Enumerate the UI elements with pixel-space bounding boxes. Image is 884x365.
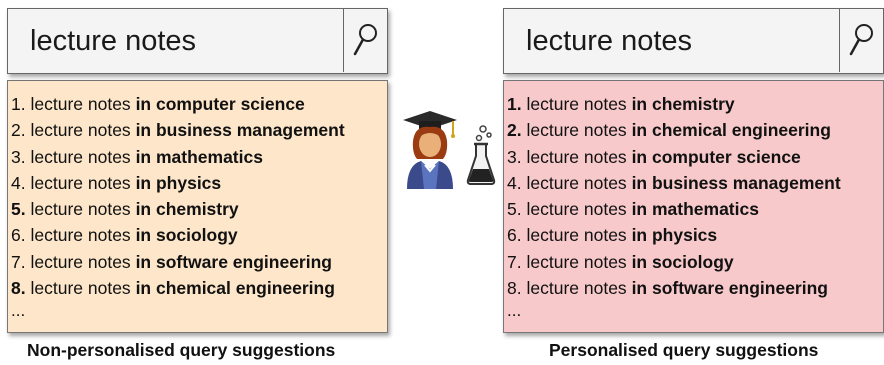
suggestion-number: 6. bbox=[11, 225, 26, 246]
suggestion-item[interactable]: 1. lecture notes in computer science bbox=[11, 91, 387, 117]
search-button[interactable] bbox=[343, 9, 387, 72]
suggestion-completion: in business management bbox=[135, 120, 345, 141]
chemistry-flask-icon bbox=[466, 125, 496, 185]
suggestion-base-text: lecture notes bbox=[30, 225, 131, 246]
suggestion-completion: in chemical engineering bbox=[631, 120, 831, 141]
suggestion-completion: in sociology bbox=[135, 225, 238, 246]
suggestion-item[interactable]: 4. lecture notes in business management bbox=[507, 170, 883, 196]
suggestion-number: 6. bbox=[507, 225, 522, 246]
suggestion-base-text: lecture notes bbox=[526, 172, 627, 193]
personalised-panel: lecture notes 1. lecture notes in chemis… bbox=[503, 8, 884, 333]
suggestion-number: 1. bbox=[507, 94, 522, 114]
suggestion-number: 2. bbox=[507, 120, 522, 141]
suggestion-item[interactable]: 5. lecture notes in chemistry bbox=[11, 196, 387, 222]
suggestion-completion: in sociology bbox=[631, 251, 734, 272]
non-personalised-panel: lecture notes 1. lecture notes in comput… bbox=[7, 8, 388, 333]
suggestion-base-text: lecture notes bbox=[30, 251, 131, 272]
suggestion-number: 4. bbox=[11, 172, 26, 193]
suggestion-item[interactable]: 4. lecture notes in physics bbox=[11, 170, 387, 196]
suggestion-base-text: lecture notes bbox=[526, 225, 627, 246]
caption-personalised: Personalised query suggestions bbox=[549, 340, 819, 360]
suggestion-item[interactable]: 6. lecture notes in physics bbox=[507, 222, 883, 248]
suggestion-completion: in physics bbox=[631, 225, 718, 246]
suggestion-completion: in chemistry bbox=[135, 199, 239, 220]
suggestion-number: 7. bbox=[11, 251, 26, 272]
suggestion-completion: in computer science bbox=[135, 94, 305, 114]
suggestion-number: 5. bbox=[507, 199, 522, 220]
search-input[interactable]: lecture notes bbox=[526, 25, 693, 57]
suggestion-base-text: lecture notes bbox=[30, 278, 131, 299]
caption-non-personalised: Non-personalised query suggestions bbox=[27, 340, 336, 360]
suggestion-base-text: lecture notes bbox=[30, 146, 131, 167]
magnifier-icon bbox=[353, 24, 377, 56]
suggestion-item[interactable]: 8. lecture notes in software engineering bbox=[507, 275, 883, 301]
suggestion-completion: in chemical engineering bbox=[135, 278, 335, 299]
suggestion-base-text: lecture notes bbox=[526, 120, 627, 141]
suggestion-item[interactable]: 1. lecture notes in chemistry bbox=[507, 91, 883, 117]
suggestion-item[interactable]: 6. lecture notes in sociology bbox=[11, 222, 387, 248]
suggestion-completion: in computer science bbox=[631, 146, 801, 167]
search-button[interactable] bbox=[839, 9, 883, 72]
suggestion-number: 1. bbox=[11, 94, 26, 114]
suggestion-completion: in physics bbox=[135, 172, 222, 193]
suggestion-completion: in mathematics bbox=[631, 199, 759, 220]
suggestion-base-text: lecture notes bbox=[30, 94, 131, 114]
search-input[interactable]: lecture notes bbox=[30, 25, 197, 57]
suggestion-base-text: lecture notes bbox=[526, 146, 627, 167]
suggestion-number: 2. bbox=[11, 120, 26, 141]
more-suggestions-ellipsis: ... bbox=[11, 301, 26, 321]
suggestion-item[interactable]: 7. lecture notes in software engineering bbox=[11, 249, 387, 275]
suggestion-item[interactable]: 2. lecture notes in chemical engineering bbox=[507, 117, 883, 143]
suggestion-number: 5. bbox=[11, 199, 26, 220]
suggestion-completion: in software engineering bbox=[135, 251, 332, 272]
suggestion-base-text: lecture notes bbox=[526, 94, 627, 114]
more-suggestions-ellipsis: ... bbox=[507, 301, 522, 321]
suggestion-completion: in software engineering bbox=[631, 278, 828, 299]
suggestion-number: 8. bbox=[507, 278, 522, 299]
suggestion-number: 8. bbox=[11, 278, 26, 299]
magnifier-icon bbox=[849, 24, 873, 56]
suggestion-base-text: lecture notes bbox=[526, 199, 627, 220]
suggestion-item[interactable]: 2. lecture notes in business management bbox=[11, 117, 387, 143]
suggestion-item[interactable]: 5. lecture notes in mathematics bbox=[507, 196, 883, 222]
suggestion-completion: in business management bbox=[631, 172, 841, 193]
suggestion-number: 3. bbox=[11, 146, 26, 167]
suggestion-item[interactable]: 7. lecture notes in sociology bbox=[507, 249, 883, 275]
suggestion-item[interactable]: 3. lecture notes in mathematics bbox=[11, 144, 387, 170]
search-box[interactable]: lecture notes bbox=[503, 8, 884, 74]
suggestion-completion: in chemistry bbox=[631, 94, 735, 114]
suggestion-number: 4. bbox=[507, 172, 522, 193]
suggestion-base-text: lecture notes bbox=[30, 199, 131, 220]
suggestion-base-text: lecture notes bbox=[30, 120, 131, 141]
suggestion-base-text: lecture notes bbox=[526, 278, 627, 299]
suggestion-number: 7. bbox=[507, 251, 522, 272]
graduate-user-icon bbox=[403, 111, 457, 189]
suggestion-item[interactable]: 3. lecture notes in computer science bbox=[507, 144, 883, 170]
suggestion-completion: in mathematics bbox=[135, 146, 263, 167]
suggestion-item[interactable]: 8. lecture notes in chemical engineering bbox=[11, 275, 387, 301]
suggestion-base-text: lecture notes bbox=[30, 172, 131, 193]
suggestion-base-text: lecture notes bbox=[526, 251, 627, 272]
search-box[interactable]: lecture notes bbox=[7, 8, 388, 74]
suggestion-number: 3. bbox=[507, 146, 522, 167]
